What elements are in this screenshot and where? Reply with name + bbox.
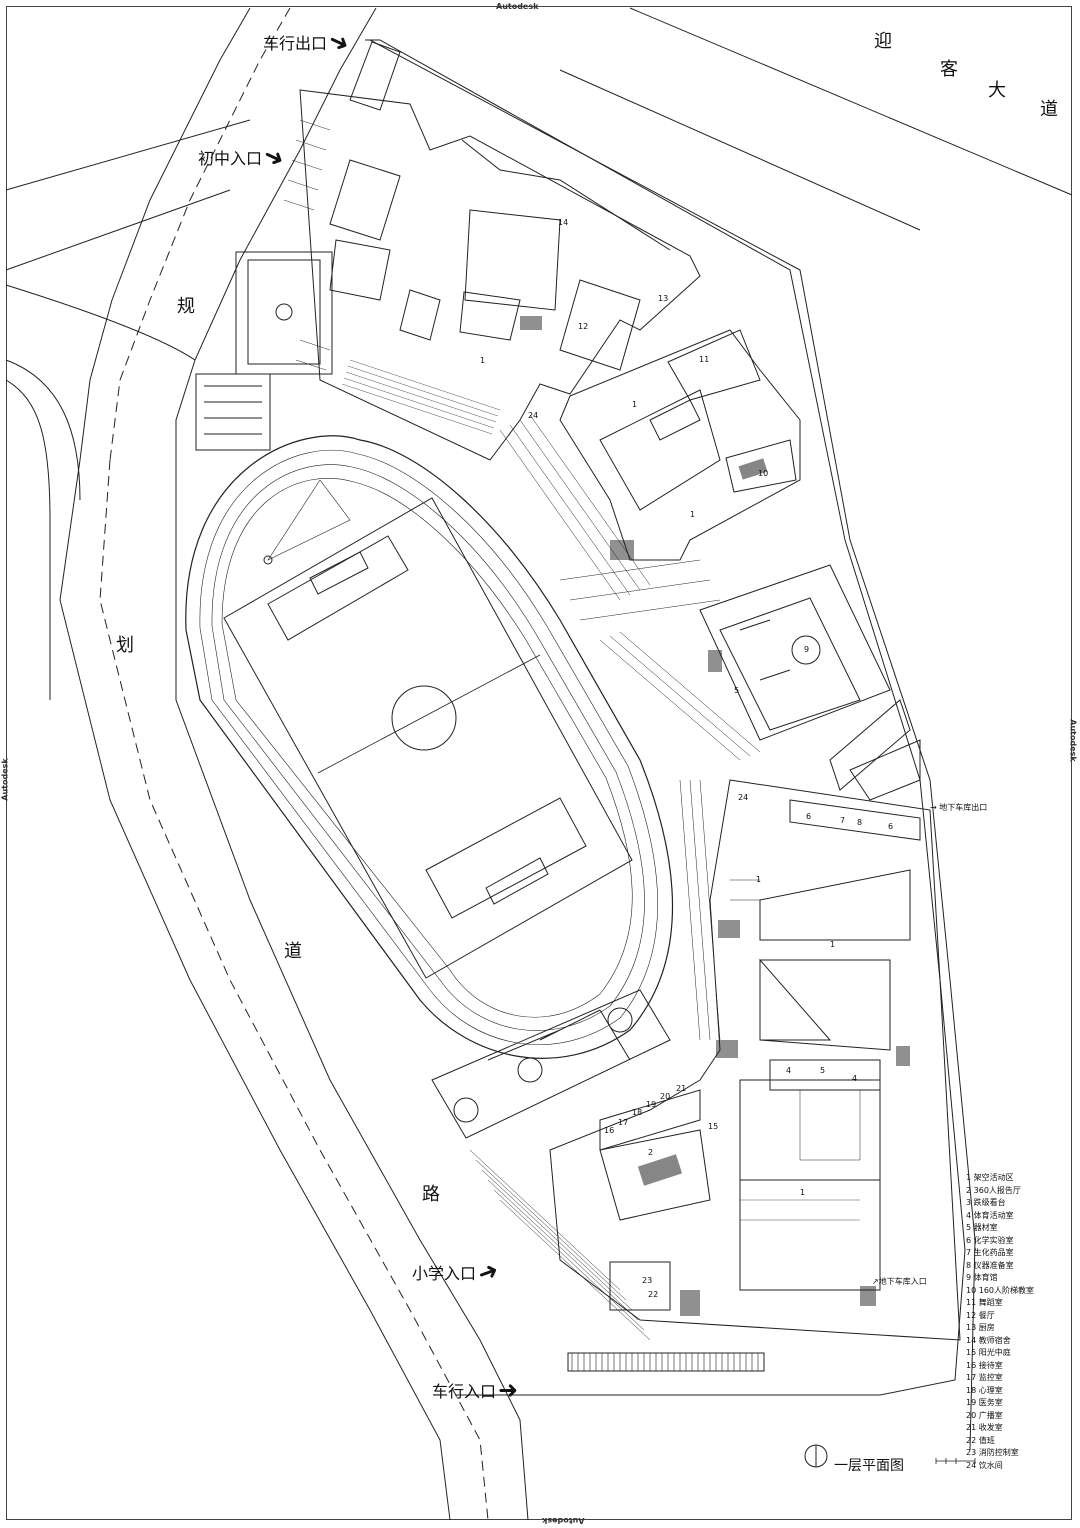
room-number: 8 xyxy=(857,818,863,827)
room-number: 15 xyxy=(708,1122,719,1131)
room-number: 23 xyxy=(642,1276,653,1285)
primary-school-entrance-label: 小学入口 ➜ xyxy=(412,1255,502,1288)
legend-item: 22 值班 xyxy=(966,1435,995,1445)
gymnasium xyxy=(699,564,891,741)
room-number: 1 xyxy=(690,510,696,519)
room-number: 20 xyxy=(660,1092,671,1101)
room-number: 2 xyxy=(648,1148,654,1157)
room-number: 1 xyxy=(632,400,638,409)
room-number: 21 xyxy=(676,1084,687,1093)
west-road-centerline xyxy=(109,7,291,461)
scale-bar xyxy=(935,1458,976,1464)
drawing-frame xyxy=(6,6,1072,1520)
room-number: 6 xyxy=(888,822,894,831)
legend-item: 12 餐厅 xyxy=(966,1310,995,1320)
legend-item: 5 器材室 xyxy=(966,1223,998,1232)
room-number: 4 xyxy=(786,1066,792,1075)
room-number: 7 xyxy=(840,816,846,825)
vehicle-entrance-label: 车行入口 ➜ xyxy=(432,1376,518,1404)
room-number: 4 xyxy=(852,1074,858,1083)
room-number: 24 xyxy=(528,411,539,420)
watermark-right: Autodesk xyxy=(1068,719,1078,762)
legend-item: 1 架空活动区 xyxy=(966,1173,1014,1182)
east-road-char-1: 迎 xyxy=(874,31,892,52)
west-road-char-1: 规 xyxy=(177,296,195,317)
vehicle-exit-text: 车行出口 xyxy=(263,34,328,53)
north-building xyxy=(283,89,701,461)
legend-item: 7 生化药品室 xyxy=(966,1248,1014,1257)
room-number: 1 xyxy=(830,940,836,949)
room-number: 1 xyxy=(480,356,486,365)
room-number: 16 xyxy=(604,1126,615,1135)
vehicle-entrance-text: 车行入口 xyxy=(432,1382,497,1401)
northeast-block xyxy=(559,329,801,561)
legend-item: 21 收发室 xyxy=(966,1423,1003,1432)
garage-entrance-label: ↗地下车库入口 xyxy=(872,1277,927,1286)
west-road-char-3: 道 xyxy=(284,941,302,962)
room-number: 14 xyxy=(558,218,569,227)
room-number: 10 xyxy=(758,469,769,478)
legend-item: 24 饮水间 xyxy=(966,1460,1003,1470)
legend-item: 3 跌级看台 xyxy=(966,1198,1006,1207)
primary-school-entrance-text: 小学入口 xyxy=(412,1264,477,1283)
west-road-edge-outer xyxy=(79,7,251,461)
legend-item: 18 心理室 xyxy=(966,1385,1003,1395)
east-road-char-2: 客 xyxy=(940,59,958,80)
legend-item: 14 教师宿舍 xyxy=(966,1335,1011,1345)
legend-item: 4 体育活动室 xyxy=(966,1210,1014,1220)
room-number: 19 xyxy=(646,1100,657,1109)
room-number: 22 xyxy=(648,1290,659,1299)
running-track xyxy=(185,435,674,1059)
legend-item: 20 广播室 xyxy=(966,1410,1003,1420)
room-number: 5 xyxy=(820,1066,826,1075)
room-number: 13 xyxy=(658,294,669,303)
room-number: 9 xyxy=(804,645,810,654)
watermark-left: Autodesk xyxy=(0,758,10,801)
garage-exit-label: → 地下车库出口 xyxy=(930,803,988,812)
legend: 1 架空活动区 2 360人报告厅 3 跌级看台 4 体育活动室 5 器材室 6… xyxy=(966,1172,1034,1472)
arrow-icon: ➜ xyxy=(498,1376,519,1404)
middle-school-entrance-text: 初中入口 xyxy=(198,149,263,168)
legend-item: 2 360人报告厅 xyxy=(966,1185,1021,1195)
room-number: 1 xyxy=(756,875,762,884)
middle-school-entrance-label: 初中入口 ➜ xyxy=(198,140,289,174)
room-number: 12 xyxy=(578,322,589,331)
legend-item: 10 160人阶梯教室 xyxy=(966,1285,1034,1295)
west-road-edge-inner xyxy=(175,7,377,500)
legend-item: 9 体育馆 xyxy=(966,1273,998,1282)
room-number: 11 xyxy=(699,355,710,364)
room-number: 17 xyxy=(618,1118,629,1127)
room-number: 6 xyxy=(806,812,812,821)
legend-item: 17 监控室 xyxy=(966,1373,1003,1382)
drawing-title: 一层平面图 xyxy=(834,1458,904,1474)
west-road-char-4: 路 xyxy=(422,1184,440,1205)
legend-item: 6 化学实验室 xyxy=(966,1235,1014,1245)
legend-item: 13 厨房 xyxy=(966,1323,995,1332)
garage-entrance-text: 地下车库入口 xyxy=(878,1277,927,1286)
room-number: 18 xyxy=(632,1108,643,1117)
legend-item: 23 消防控制室 xyxy=(966,1448,1019,1457)
legend-item: 16 接待室 xyxy=(966,1360,1003,1370)
room-number: 24 xyxy=(738,793,749,802)
arrow-icon: ➜ xyxy=(473,1255,503,1289)
garage-exit-text: 地下车库出口 xyxy=(939,803,988,812)
east-road-char-3: 大 xyxy=(988,80,1006,101)
legend-item: 11 舞蹈室 xyxy=(966,1298,1003,1307)
vehicle-exit-label: 车行出口 ➜ xyxy=(263,25,354,59)
legend-item: 19 医务室 xyxy=(966,1398,1003,1407)
watermark-bottom: Autodesk xyxy=(542,1516,585,1525)
room-number: 1 xyxy=(800,1188,806,1197)
legend-item: 8 仪器准备室 xyxy=(966,1260,1014,1270)
north-arrow xyxy=(804,1444,828,1468)
legend-item: 15 阳光中庭 xyxy=(966,1348,1011,1357)
south-building xyxy=(549,779,961,1341)
east-road-char-4: 道 xyxy=(1040,99,1058,120)
room-number: 5 xyxy=(734,686,740,695)
west-road-char-2: 划 xyxy=(116,635,134,656)
watermark-top: Autodesk xyxy=(496,2,539,11)
